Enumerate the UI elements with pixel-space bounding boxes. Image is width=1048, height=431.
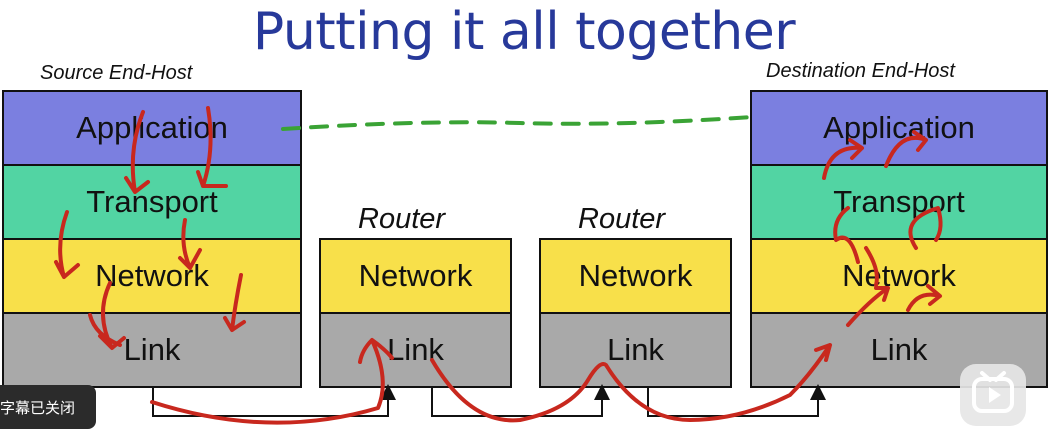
- destination-stack: Application Transport Network Link: [750, 90, 1048, 388]
- play-icon: [972, 371, 1014, 413]
- destination-application-layer: Application: [750, 90, 1048, 166]
- play-button[interactable]: [960, 364, 1026, 426]
- source-link-label: Link: [123, 332, 181, 367]
- router2-link-layer: Link: [539, 312, 732, 388]
- destination-application-label: Application: [823, 110, 975, 145]
- router2-label: Router: [578, 203, 666, 235]
- destination-link-label: Link: [870, 332, 928, 367]
- router2-link-label: Link: [607, 332, 664, 367]
- source-network-label: Network: [95, 258, 209, 293]
- destination-network-label: Network: [842, 258, 956, 293]
- source-application-label: Application: [76, 110, 228, 145]
- destination-transport-layer: Transport: [750, 164, 1048, 240]
- source-link-layer: Link: [2, 312, 302, 388]
- wire-router1-to-router2: [431, 384, 610, 417]
- source-host-label: Source End-Host: [40, 62, 193, 84]
- router2-network-layer: Network: [539, 238, 732, 314]
- router1-network-layer: Network: [319, 238, 512, 314]
- router1-link-layer: Link: [319, 312, 512, 388]
- peer-application-dashed-line: [281, 115, 754, 131]
- source-stack: Application Transport Network Link: [2, 90, 302, 388]
- router2-network-label: Network: [578, 258, 693, 293]
- source-application-layer: Application: [2, 90, 302, 166]
- source-network-layer: Network: [2, 238, 302, 314]
- page-title: Putting it all together: [252, 2, 796, 62]
- router2-stack: Network Link: [539, 238, 732, 388]
- source-transport-layer: Transport: [2, 164, 302, 240]
- destination-host-label: Destination End-Host: [766, 60, 955, 82]
- router1-link-label: Link: [387, 332, 444, 367]
- subtitle-toggle-button[interactable]: 字幕已关闭: [0, 385, 96, 429]
- source-transport-label: Transport: [86, 184, 218, 219]
- wire-router2-to-destination: [647, 384, 826, 417]
- router1-label: Router: [358, 203, 446, 235]
- router1-stack: Network Link: [319, 238, 512, 388]
- destination-transport-label: Transport: [833, 184, 965, 219]
- router1-network-label: Network: [358, 258, 473, 293]
- destination-network-layer: Network: [750, 238, 1048, 314]
- wire-source-to-router1: [152, 384, 396, 417]
